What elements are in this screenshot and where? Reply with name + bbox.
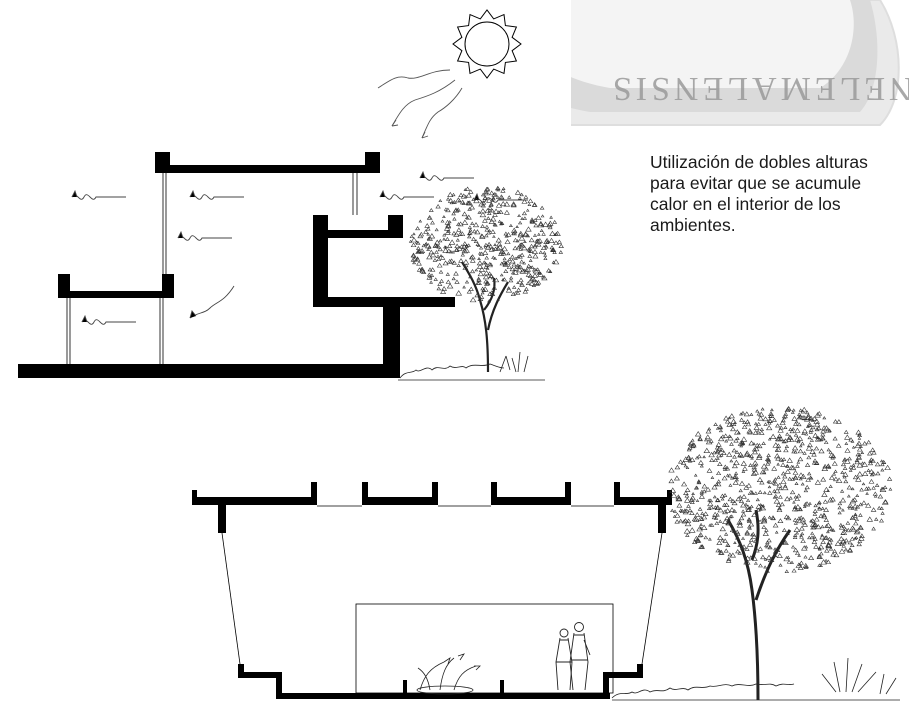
tree-icon (408, 185, 564, 373)
solar-radiation-lines (377, 69, 463, 139)
people-icon (555, 622, 591, 691)
sunken-floor (238, 664, 643, 699)
plants-icon (398, 351, 545, 381)
plants-icon-bottom (611, 657, 900, 701)
interior-plant (416, 653, 481, 695)
heat-arrow-icon (71, 170, 528, 325)
skylight-openings (317, 496, 614, 506)
tree-icon-large (668, 406, 893, 701)
caption-text: Utilización de dobles alturas para evita… (650, 152, 868, 235)
sun-icon (452, 9, 522, 79)
bottom-section-lines (221, 532, 663, 694)
building-section-top (18, 152, 455, 378)
building-section-bottom (192, 482, 672, 533)
watermark-text: IN SISNELEMALENSIS (609, 70, 909, 107)
thin-columns (66, 173, 358, 364)
